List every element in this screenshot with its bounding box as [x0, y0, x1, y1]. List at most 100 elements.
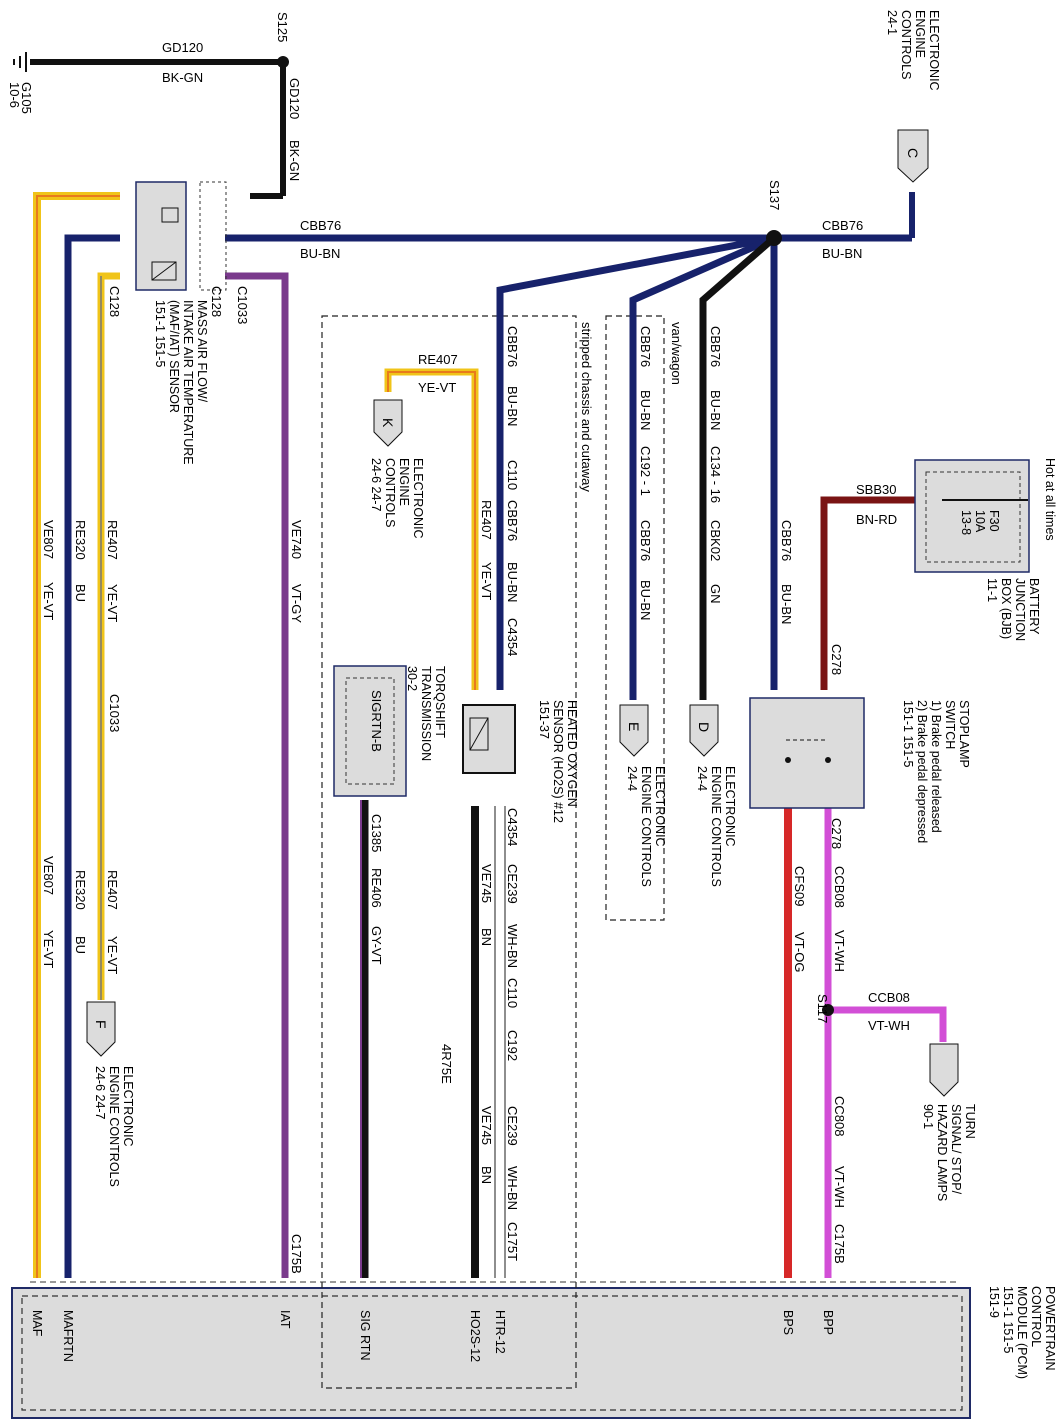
svg-text:ENGINE: ENGINE	[397, 458, 411, 506]
wire-ccb08-turn	[828, 1006, 947, 1042]
offpage-f-label: ELECTRONIC ENGINE CONTROLS 24-6 24-7	[93, 1066, 135, 1187]
label-wh-bn-2: WH-BN	[505, 1166, 520, 1210]
svg-text:24-1: 24-1	[885, 10, 899, 35]
svg-text:TORQSHIFT: TORQSHIFT	[433, 666, 447, 738]
offpage-f-letter: F	[93, 1020, 109, 1029]
label-re407-ho2s: RE407	[479, 500, 494, 540]
svg-text:ELECTRONIC: ELECTRONIC	[411, 458, 425, 539]
pcm-module	[11, 1287, 971, 1419]
svg-text:30-2: 30-2	[405, 666, 419, 691]
svg-text:151-9: 151-9	[987, 1286, 1001, 1318]
label-c278-bot: C278	[829, 818, 844, 849]
label-c1033: C1033	[107, 694, 122, 732]
svg-text:POWERTRAIN: POWERTRAIN	[1043, 1286, 1056, 1371]
offpage-c	[897, 129, 929, 183]
label-cbb76-stop: CBB76	[779, 520, 794, 561]
svg-text:SIGNAL/ STOP/: SIGNAL/ STOP/	[949, 1104, 963, 1195]
svg-text:1) Brake pedal released: 1) Brake pedal released	[929, 700, 943, 833]
label-ye-vt-4: YE-VT	[105, 936, 120, 974]
label-cbb76-van-2: CBB76	[638, 520, 653, 561]
label-vanwagon-note: van/wagon	[669, 322, 684, 385]
label-bu-bn-d: BU-BN	[708, 390, 723, 430]
svg-text:STOPLAMP: STOPLAMP	[957, 700, 971, 768]
label-c110-bot: C110	[505, 978, 520, 1008]
label-cfs09: CFS09	[792, 866, 807, 906]
offpage-k	[373, 399, 403, 447]
offpage-e-label: ELECTRONIC ENGINE CONTROLS 24-4	[625, 766, 667, 887]
svg-text:151-37: 151-37	[537, 700, 551, 739]
label-s125: S125	[275, 12, 290, 42]
offpage-c-label: ELECTRONIC ENGINE CONTROLS 24-1	[885, 10, 941, 91]
label-cbb76-c4354: CBB76	[505, 500, 520, 541]
svg-text:CONTROLS: CONTROLS	[899, 10, 913, 79]
label-re406: RE406	[369, 868, 384, 908]
svg-text:151-1 151-5: 151-1 151-5	[901, 700, 915, 767]
label-ce239: CE239	[505, 864, 520, 904]
label-bu-bn-c4354: BU-BN	[505, 562, 520, 602]
label-c134-16: C134 - 16	[708, 446, 723, 503]
wire-ve740	[225, 272, 289, 1278]
vanwagon-region	[605, 315, 665, 921]
svg-text:13-8: 13-8	[959, 510, 973, 535]
label-gd120-v: GD120	[287, 78, 302, 119]
label-bu-bn-right: BU-BN	[822, 246, 862, 261]
pcm-pin-maf: MAF	[30, 1310, 44, 1337]
label-s117: S117	[815, 994, 830, 1023]
label-cbk02: CBK02	[708, 520, 723, 561]
svg-text:INTAKE AIR TEMPERATURE: INTAKE AIR TEMPERATURE	[181, 300, 195, 465]
label-cbb76-left: CBB76	[300, 218, 341, 233]
svg-text:CONTROL: CONTROL	[1029, 1286, 1043, 1347]
label-c4354-top: C4354	[505, 618, 520, 656]
label-ve740: VE740	[289, 520, 304, 559]
label-c175b-left: C175B	[289, 1234, 304, 1274]
label-bk-gn: BK-GN	[162, 70, 203, 85]
label-wh-bn: WH-BN	[505, 924, 520, 968]
pcm-pin-htr: HTR-12	[493, 1310, 507, 1354]
label-ye-vt-top: YE-VT	[418, 380, 456, 395]
svg-text:(MAF/IAT) SENSOR: (MAF/IAT) SENSOR	[167, 300, 181, 413]
label-cbb76-c110: CBB76	[505, 326, 520, 367]
label-vt-wh-2: VT-WH	[832, 1166, 847, 1208]
maf-label: MASS AIR FLOW/ INTAKE AIR TEMPERATURE (M…	[153, 300, 209, 465]
ho2s-sensor	[462, 704, 516, 774]
label-vt-wh-1: VT-WH	[832, 930, 847, 972]
svg-text:24-6 24-7: 24-6 24-7	[369, 458, 383, 512]
svg-text:11-1: 11-1	[985, 578, 999, 602]
svg-text:10A: 10A	[973, 510, 987, 533]
label-cbb76-d: CBB76	[708, 326, 723, 367]
label-sigrtn-b: SIGRTN-B	[369, 690, 384, 752]
label-c192-1: C192 - 1	[638, 446, 653, 496]
pcm-pin-bps: BPS	[781, 1310, 795, 1335]
label-bu-2: BU	[73, 936, 88, 954]
torqshift-label: TORQSHIFT TRANSMISSION 30-2	[405, 666, 447, 761]
stripped-chassis-region	[321, 315, 577, 1389]
pcm-pin-bpp: BPP	[821, 1310, 835, 1335]
offpage-k-letter: K	[380, 418, 396, 428]
svg-text:TURN: TURN	[963, 1104, 977, 1139]
label-s137: S137	[767, 180, 782, 210]
label-c128-left: C128	[107, 286, 122, 317]
label-bu-bn-stop: BU-BN	[779, 584, 794, 624]
svg-text:ENGINE CONTROLS: ENGINE CONTROLS	[639, 766, 653, 887]
ho2s-label: HEATED OXYGEN SENSOR (HO2S) #12 151-37	[537, 700, 579, 823]
svg-text:MODULE (PCM): MODULE (PCM)	[1015, 1286, 1029, 1379]
svg-text:SENSOR (HO2S) #12: SENSOR (HO2S) #12	[551, 700, 565, 823]
offpage-turn-label: TURN SIGNAL/ STOP/ HAZARD LAMPS 90-1	[921, 1104, 977, 1201]
maf-sensor	[135, 181, 187, 291]
label-stripped-note: stripped chassis and cutaway	[579, 322, 594, 492]
svg-text:ELECTRONIC: ELECTRONIC	[121, 1066, 135, 1147]
label-c278-top: C278	[829, 644, 844, 675]
label-ve745-2: VE745	[479, 1106, 494, 1145]
label-re320-bot: RE320	[73, 870, 88, 910]
label-re407-left-top: RE407	[105, 520, 120, 560]
svg-text:24-6 24-7: 24-6 24-7	[93, 1066, 107, 1120]
label-bn: BN	[479, 928, 494, 946]
offpage-k-label: ELECTRONIC ENGINE CONTROLS 24-6 24-7	[369, 458, 425, 539]
label-c192: C192	[505, 1030, 520, 1061]
label-vt-gy: VT-GY	[289, 584, 304, 623]
label-g105: G105	[19, 82, 34, 114]
label-ce239-2: CE239	[505, 1106, 520, 1146]
label-ve745: VE745	[479, 864, 494, 903]
label-re320-top: RE320	[73, 520, 88, 560]
